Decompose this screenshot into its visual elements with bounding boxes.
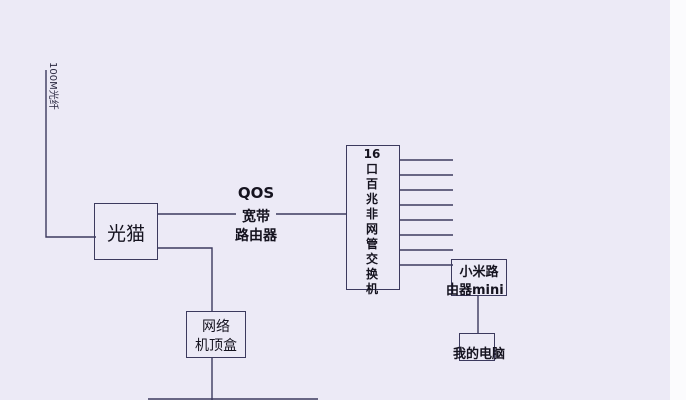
stb-label-line1: 网络 (202, 319, 230, 335)
switch-label: 16 口 百 兆 非 网 管 交 换 机 (358, 147, 386, 297)
fiber-line (45, 70, 96, 238)
modem-box (94, 203, 158, 260)
switch-label-char: 非 (365, 207, 378, 221)
router-label-line1: QOS (237, 184, 275, 202)
fiber-label: 100M光纤 (47, 62, 58, 110)
switch-label-char: 管 (365, 237, 378, 251)
switch-label-char: 16 (363, 147, 381, 161)
router-label-line2: 宽带 (242, 209, 270, 225)
switch-box (346, 145, 400, 290)
mi-router-box (451, 259, 507, 296)
paper-sheet (0, 0, 670, 400)
stb-box (186, 311, 246, 358)
switch-label-char: 机 (365, 282, 378, 296)
modem-label: 光猫 (106, 223, 145, 245)
switch-label-char: 兆 (365, 192, 378, 206)
pc-box (459, 333, 495, 361)
router-label-line3: 路由器 (235, 228, 277, 244)
paper-edge (670, 0, 686, 400)
pc-label: 我的电脑 (452, 347, 505, 362)
switch-label-char: 网 (365, 222, 378, 236)
switch-label-char: 口 (365, 162, 378, 176)
switch-label-char: 换 (365, 267, 378, 281)
stb-label-line2: 机顶盒 (195, 338, 237, 354)
switch-label-char: 百 (365, 177, 378, 191)
mi-router-label-line1: 小米路 (459, 265, 499, 280)
mi-router-label-line2: 由器mini (446, 283, 504, 298)
switch-label-char: 交 (365, 252, 378, 266)
modem-to-stb-line (158, 247, 213, 311)
